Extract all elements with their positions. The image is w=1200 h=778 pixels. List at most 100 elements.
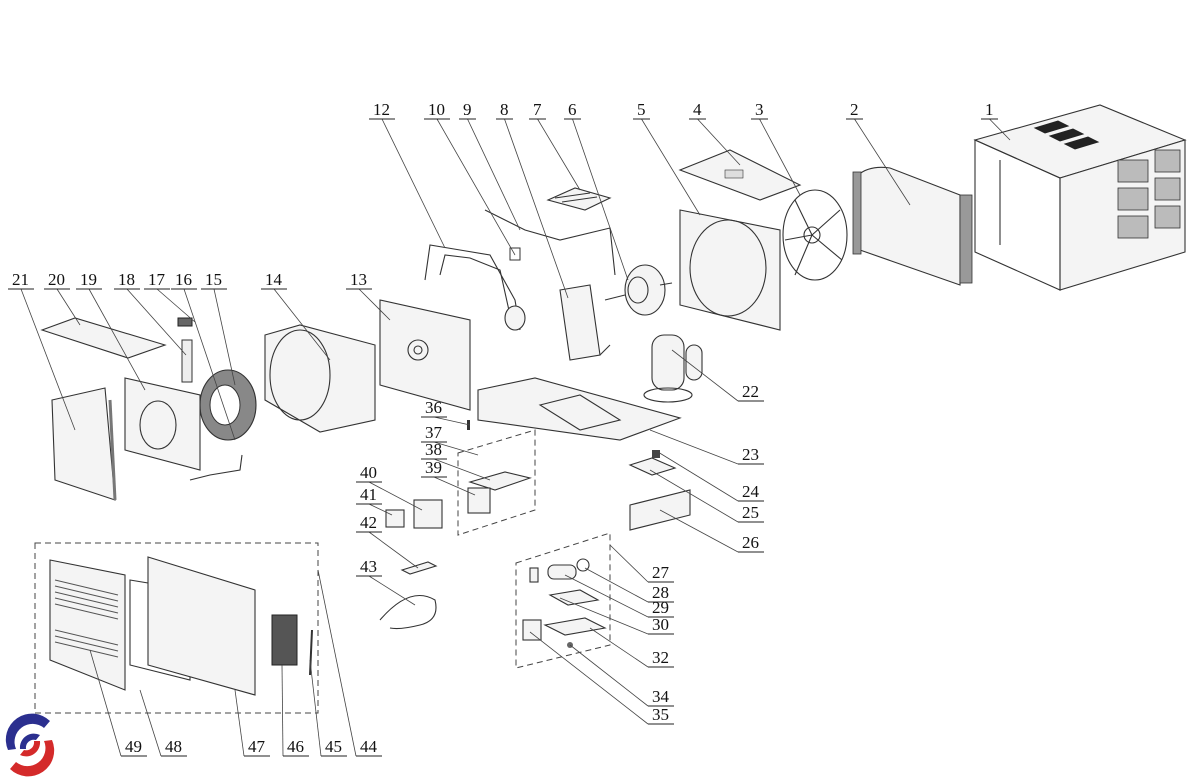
part-motor-bracket: [559, 284, 611, 361]
callout-45: 45: [309, 659, 347, 757]
logo-blue-arc: [5, 713, 50, 750]
leader-line: [20, 288, 76, 431]
brand-logo: [5, 713, 55, 777]
leader-line: [529, 631, 649, 725]
callout-number: 49: [125, 737, 142, 756]
callout-number: 20: [48, 270, 65, 289]
callout-number: 46: [287, 737, 304, 756]
leader-line: [569, 644, 649, 707]
callout-number: 28: [652, 583, 669, 602]
callout-44: 44: [317, 569, 382, 757]
leader-line: [358, 288, 391, 321]
leader-line: [537, 118, 581, 191]
callout-17: 17: [144, 270, 196, 323]
callout-number: 9: [463, 100, 472, 119]
leader-line: [659, 509, 739, 553]
part-condenser: [852, 166, 973, 286]
leader-line: [559, 597, 649, 635]
callout-number: 4: [693, 100, 702, 119]
leader-line: [368, 481, 423, 511]
leader-line: [126, 288, 187, 356]
leader-line: [156, 288, 196, 323]
leader-line: [433, 458, 491, 481]
part-cover-plate: [678, 149, 802, 201]
callout-29: 29: [564, 574, 674, 618]
part-motor: [604, 264, 673, 316]
leader-line: [309, 659, 322, 757]
callout-number: 6: [568, 100, 577, 119]
callout-number: 29: [652, 598, 669, 617]
callout-5: 5: [633, 100, 701, 216]
callout-number: 27: [652, 563, 670, 582]
callout-number: 48: [165, 737, 182, 756]
part-top-plate: [40, 317, 167, 359]
part-capillary-tube: [484, 209, 616, 276]
callout-number: 1: [985, 100, 994, 119]
callout-number: 40: [360, 463, 377, 482]
callout-number: 22: [742, 382, 759, 401]
callout-46: 46: [281, 664, 309, 757]
leader-line: [504, 118, 569, 299]
leader-line: [584, 567, 649, 603]
part-evaporator: [51, 387, 117, 501]
part-pipe-assembly: [424, 244, 526, 331]
leader-line: [183, 288, 236, 441]
callout-16: 16: [171, 270, 236, 441]
callout-35: 35: [529, 631, 674, 725]
callout-number: 41: [360, 485, 377, 504]
callout-number: 45: [325, 737, 342, 756]
callout-8: 8: [496, 100, 569, 299]
leader-line: [572, 118, 629, 281]
part-front-panel-group: [34, 542, 319, 714]
leader-line: [467, 118, 521, 231]
callout-3: 3: [751, 100, 801, 196]
leader-line: [139, 689, 162, 757]
leader-line: [88, 288, 146, 391]
callout-number: 35: [652, 705, 669, 724]
callout-number: 10: [428, 100, 445, 119]
callout-19: 19: [76, 270, 146, 391]
part-misc-plates: [628, 450, 691, 531]
callout-number: 37: [425, 423, 443, 442]
callout-30: 30: [559, 597, 674, 635]
leader-line: [368, 531, 419, 569]
leader-line: [213, 288, 236, 386]
callout-41: 41: [356, 485, 393, 516]
callout-number: 39: [425, 458, 442, 477]
leader-line: [433, 476, 476, 496]
leader-line: [854, 118, 911, 206]
callout-number: 2: [850, 100, 859, 119]
callout-49: 49: [89, 649, 147, 757]
leader-line: [671, 349, 739, 402]
leader-line: [989, 118, 1011, 141]
callout-48: 48: [139, 689, 187, 757]
callout-number: 25: [742, 503, 759, 522]
callout-6: 6: [564, 100, 629, 281]
leader-line: [697, 118, 741, 166]
part-compressor: [643, 334, 703, 403]
part-electrical-group: [515, 532, 611, 669]
logo-red-arc: [10, 740, 55, 777]
callout-34: 34: [569, 644, 674, 707]
callout-number: 15: [205, 270, 222, 289]
callout-24: 24: [657, 451, 764, 502]
leader-line: [436, 118, 516, 256]
leader-line: [368, 503, 393, 516]
callout-number: 13: [350, 270, 367, 289]
part-cabinet: [973, 104, 1187, 291]
leader-line: [609, 544, 649, 583]
callout-number: 7: [533, 100, 542, 119]
callout-4: 4: [689, 100, 741, 166]
callout-number: 34: [652, 687, 670, 706]
callout-27: 27: [609, 544, 674, 583]
callout-15: 15: [201, 270, 236, 386]
callout-22: 22: [671, 349, 764, 402]
callout-number: 17: [148, 270, 166, 289]
part-control-items: [379, 499, 443, 630]
part-fan-shroud: [679, 209, 781, 331]
callout-20: 20: [44, 270, 81, 326]
callout-39: 39: [421, 458, 476, 496]
leader-line: [649, 469, 739, 523]
callout-28: 28: [584, 567, 674, 603]
leader-line: [273, 288, 331, 361]
